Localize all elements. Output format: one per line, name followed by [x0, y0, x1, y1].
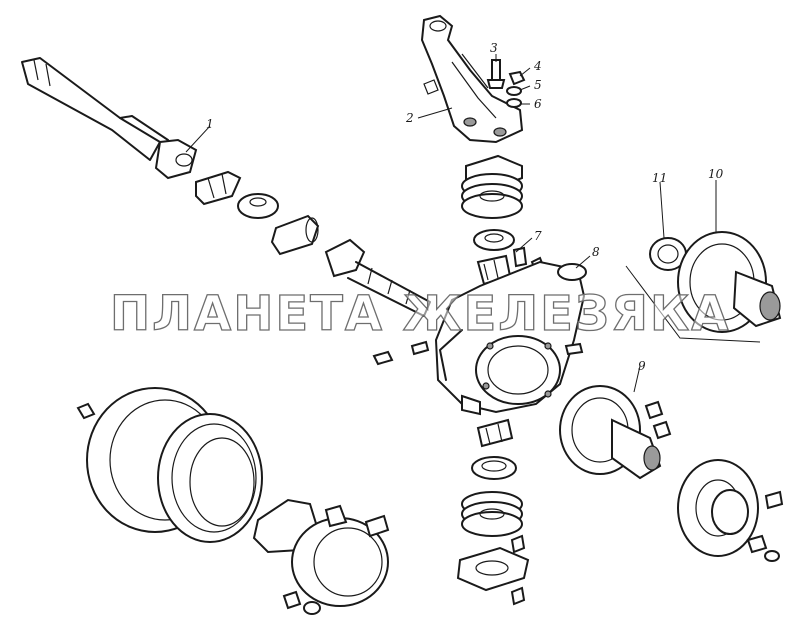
axle-shaft-part [21, 57, 198, 180]
callout-leaders [185, 54, 717, 393]
universal-joint-parts [195, 170, 320, 256]
watermark-text: ПЛАНЕТА ЖЕЛЕЗЯКА [110, 286, 730, 342]
shim-stack-top [461, 154, 546, 286]
callout-10: 10 [708, 167, 724, 181]
callout-8: 8 [592, 245, 600, 259]
steering-knuckle-housing [434, 260, 587, 416]
fasteners-top [486, 59, 526, 108]
ball-housing-part [252, 498, 390, 615]
callout-2: 2 [405, 111, 414, 125]
callout-6: 6 [534, 97, 542, 111]
spindle-flange-part [559, 265, 761, 480]
callout-4: 4 [533, 59, 542, 73]
shim-stack-bottom [456, 418, 530, 606]
callout-5: 5 [534, 78, 542, 92]
callout-7: 7 [534, 229, 542, 243]
callout-9: 9 [638, 359, 646, 373]
callout-11: 11 [652, 171, 667, 185]
callout-3: 3 [490, 41, 498, 55]
callout-1: 1 [206, 117, 214, 131]
spindle-hub-part [649, 231, 782, 333]
knuckle-bolts [372, 340, 584, 366]
boot-seal-part [76, 387, 263, 543]
inner-shaft-part [324, 238, 431, 317]
steering-arm-part [420, 14, 524, 144]
drive-flange-part [677, 459, 784, 562]
callout-labels: 1 2 3 4 5 6 7 8 9 10 11 [206, 41, 724, 373]
